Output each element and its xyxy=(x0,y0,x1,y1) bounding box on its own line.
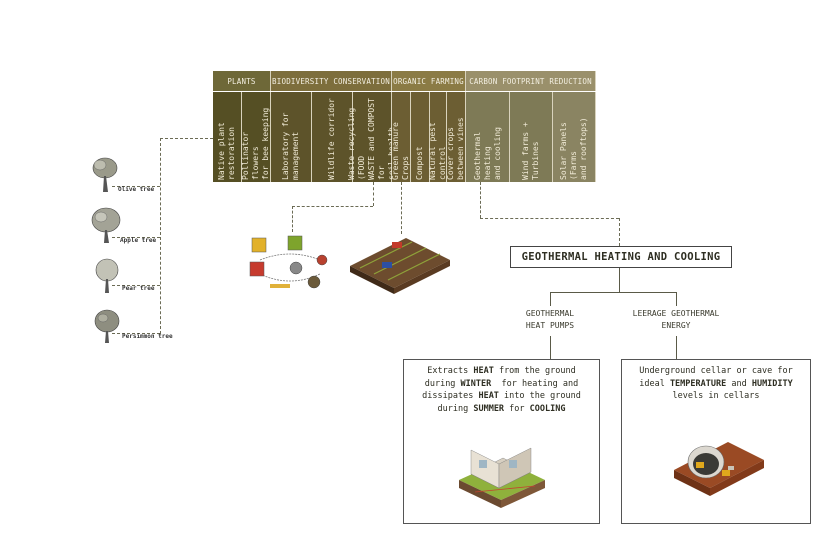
column-cover-crops: Cover crops between vines xyxy=(446,92,466,182)
tree-line-bar xyxy=(550,292,676,293)
emphasis-text: SUMMER xyxy=(473,403,505,414)
connector-pear xyxy=(112,285,160,286)
description-line: during WINTER for heating and xyxy=(405,378,598,391)
column-text: Wildlife corridor xyxy=(327,98,336,180)
connector-waste-down xyxy=(292,206,293,232)
column-text: Solar Panels (Farms and rooftops) xyxy=(559,117,588,180)
description-line: dissipates HEAT into the ground xyxy=(405,390,598,403)
geothermal-energy-box xyxy=(621,359,811,524)
column-compost: Compost xyxy=(411,92,430,182)
tree-line-right-down xyxy=(676,336,677,359)
category-label: CARBON FOOTPRINT REDUCTION xyxy=(469,76,592,86)
text-segment: from the ground xyxy=(493,366,576,376)
text-segment: for xyxy=(504,403,530,414)
column-text: Laboratory for management xyxy=(281,112,300,180)
tree-label-persimmon: Persimmon tree xyxy=(122,333,173,340)
farm-field-illustration xyxy=(350,238,450,294)
tree-line-left xyxy=(550,292,551,306)
tree-label-olive: Olive tree xyxy=(118,186,155,193)
emphasis-text: COOLING xyxy=(529,403,566,414)
category-label: BIODIVERSITY CONSERVATION xyxy=(272,76,390,86)
column-wildlife: Wildlife corridor xyxy=(312,92,353,182)
persimmon-tree-icon xyxy=(94,309,120,343)
connector-organic xyxy=(401,182,402,234)
connector-geothermal-h xyxy=(480,218,619,219)
house-geothermal-illustration xyxy=(459,447,545,508)
tree-label-pear: Pear tree xyxy=(122,285,155,292)
text-segment: ideal xyxy=(639,378,670,389)
column-laboratory: Laboratory for management xyxy=(271,92,312,182)
column-geothermal: Geothermal heating and cooling xyxy=(466,92,510,182)
column-pollinator: Pollinator flowers for bee keeping xyxy=(241,92,271,182)
text-segment: during xyxy=(437,403,474,414)
description-line: Extracts HEAT from the ground xyxy=(405,365,598,378)
connector-geothermal xyxy=(480,182,481,218)
column-natural-pest: Natural pest control xyxy=(428,92,447,182)
description-line: Underground cellar or cave for xyxy=(623,365,809,378)
text-segment: Underground cellar or cave for xyxy=(639,366,793,376)
category-header-biodiversity: BIODIVERSITY CONSERVATION xyxy=(271,71,392,91)
geothermal-title: GEOTHERMAL HEATING AND COOLING xyxy=(510,246,732,268)
connector-trees-vertical xyxy=(160,138,161,334)
text-segment: levels in cellars xyxy=(672,391,760,401)
waste-recycling-illustration xyxy=(249,235,328,289)
text-segment: during xyxy=(424,378,461,389)
connector-waste xyxy=(373,182,374,206)
pear-tree-icon xyxy=(95,258,119,293)
subtitle-heat-pumps: GEOTHERMAL HEAT PUMPS xyxy=(525,309,575,330)
column-solar-panels: Solar Panels (Farms and rooftops) xyxy=(553,92,596,182)
category-label: PLANTS xyxy=(227,76,256,86)
emphasis-text: HEAT xyxy=(473,366,494,376)
category-header-carbon-footprint: CARBON FOOTPRINT REDUCTION xyxy=(466,71,596,91)
text-segment: for heating and xyxy=(491,378,579,389)
column-text: Green manure Crops xyxy=(391,122,410,180)
connector-olive xyxy=(112,186,160,187)
column-green-manure: Green manure Crops xyxy=(391,92,411,182)
column-text: Geothermal heating and cooling xyxy=(472,127,502,180)
category-label: ORGANIC FARMING xyxy=(393,76,464,86)
subtitle-leverage-energy: LEERAGE GEOTHERMAL ENERGY xyxy=(632,309,720,330)
connector-plants xyxy=(160,138,213,139)
description-line: levels in cellars xyxy=(623,390,809,403)
emphasis-text: HEAT xyxy=(478,391,499,401)
emphasis-text: WINTER xyxy=(460,378,492,389)
connector-apple xyxy=(112,237,160,238)
connector-persimmon xyxy=(112,333,160,334)
column-text: Natural pest control xyxy=(428,122,447,180)
text-segment: into the ground xyxy=(498,391,581,401)
category-header-organic-farming: ORGANIC FARMING xyxy=(392,71,466,91)
column-text: Waste recycling (FOOD WASTE and COMPOST … xyxy=(347,98,396,180)
connector-geothermal-down xyxy=(619,218,620,246)
description-line: during SUMMER for COOLING xyxy=(405,403,598,416)
column-waste-recycling: Waste recycling (FOOD WASTE and COMPOST … xyxy=(347,92,396,182)
tree-line-main xyxy=(619,268,620,292)
tree-label-apple: Apple tree xyxy=(120,237,157,244)
geothermal-energy-description: Underground cellar or cave for ideal TEMP… xyxy=(623,365,809,403)
text-segment: and xyxy=(726,378,752,389)
apple-tree-icon xyxy=(91,207,121,243)
column-text: Pollinator flowers for bee keeping xyxy=(241,107,270,180)
column-text: Native plant restoration xyxy=(217,122,236,180)
connector-waste-h xyxy=(292,206,373,207)
column-wind-farms: Wind farms + Turbines xyxy=(510,92,553,182)
column-text: Cover crops between vines xyxy=(446,117,465,180)
column-text: Compost xyxy=(415,146,424,180)
column-text: Wind farms + Turbines xyxy=(521,122,540,180)
wine-cave-illustration xyxy=(674,442,764,496)
text-segment: Extracts xyxy=(427,366,474,376)
column-native-plant: Native plant restoration xyxy=(213,92,242,182)
tree-line-left-down xyxy=(550,336,551,359)
emphasis-text: HUMIDITY xyxy=(751,378,793,389)
text-segment: dissipates xyxy=(422,391,479,401)
tree-line-right xyxy=(676,292,677,306)
emphasis-text: TEMPERATURE xyxy=(669,378,727,389)
olive-tree-icon xyxy=(92,157,118,192)
description-line: ideal TEMPERATURE and HUMIDITY xyxy=(623,378,809,391)
category-header-plants: PLANTS xyxy=(213,71,271,91)
